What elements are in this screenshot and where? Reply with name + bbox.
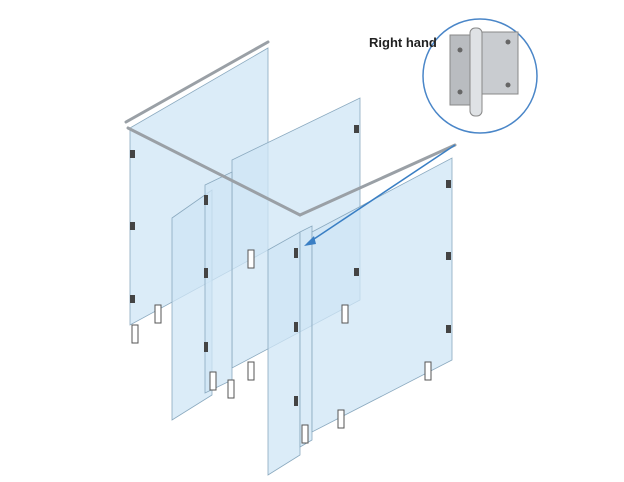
hinge-inset xyxy=(422,18,538,134)
support-legs xyxy=(131,249,432,444)
inset-label: Right hand xyxy=(369,35,437,50)
headrail xyxy=(124,40,457,217)
right-side-panel xyxy=(311,157,453,433)
right-door-panel xyxy=(267,231,301,476)
left-front-panel xyxy=(204,171,233,394)
hinges xyxy=(130,125,451,406)
right-front-panel xyxy=(299,225,313,448)
left-door-panel xyxy=(171,189,213,421)
hinge-pointer-arrow xyxy=(304,144,456,246)
